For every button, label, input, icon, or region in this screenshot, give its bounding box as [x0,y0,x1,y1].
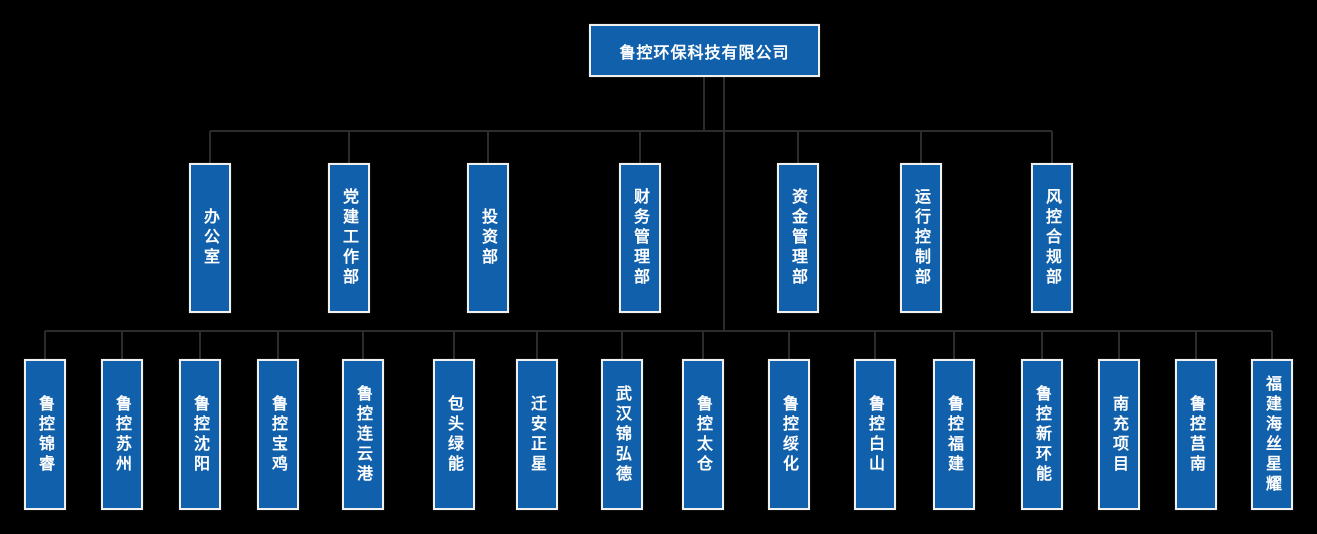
org-node-department[interactable]: 风控合规部 [1031,163,1073,313]
org-node-label: 鲁控福建 [945,394,964,475]
org-node-label: 武汉锦弘德 [613,384,632,485]
org-node-label: 党建工作部 [340,188,359,288]
org-node-label: 鲁控宝鸡 [269,394,288,475]
org-node-subsidiary[interactable]: 鲁控太仓 [682,359,724,510]
org-node-subsidiary[interactable]: 南充项目 [1098,359,1140,510]
org-node-label: 鲁控白山 [866,394,885,475]
org-node-department[interactable]: 财务管理部 [619,163,661,313]
org-node-subsidiary[interactable]: 福建海丝星耀 [1251,359,1293,510]
org-node-subsidiary[interactable]: 鲁控莒南 [1175,359,1217,510]
org-node-subsidiary[interactable]: 鲁控绥化 [768,359,810,510]
org-node-subsidiary[interactable]: 鲁控锦睿 [24,359,66,510]
org-node-label: 鲁控环保科技有限公司 [619,42,790,62]
org-node-label: 鲁控绥化 [780,394,799,475]
org-node-label: 办公室 [201,208,220,268]
org-node-subsidiary[interactable]: 包头绿能 [433,359,475,510]
org-node-label: 鲁控新环能 [1033,384,1052,485]
org-node-subsidiary[interactable]: 鲁控新环能 [1021,359,1063,510]
org-node-label: 鲁控太仓 [694,394,713,475]
org-node-subsidiary[interactable]: 武汉锦弘德 [601,359,643,510]
org-node-subsidiary[interactable]: 鲁控福建 [933,359,975,510]
org-node-label: 鲁控连云港 [354,384,373,485]
org-node-label: 鲁控沈阳 [191,394,210,475]
org-node-root[interactable]: 鲁控环保科技有限公司 [589,24,820,77]
org-node-subsidiary[interactable]: 鲁控苏州 [101,359,143,510]
org-node-label: 投资部 [479,208,498,268]
org-node-label: 风控合规部 [1043,188,1062,288]
org-node-label: 鲁控苏州 [113,394,132,475]
org-node-label: 运行控制部 [912,188,931,288]
org-node-department[interactable]: 办公室 [189,163,231,313]
org-node-label: 福建海丝星耀 [1263,374,1282,495]
org-node-label: 南充项目 [1110,394,1129,475]
org-node-label: 包头绿能 [445,394,464,475]
org-node-label: 资金管理部 [789,188,808,288]
org-node-subsidiary[interactable]: 鲁控宝鸡 [257,359,299,510]
org-node-department[interactable]: 投资部 [467,163,509,313]
org-node-subsidiary[interactable]: 迁安正星 [516,359,558,510]
org-node-department[interactable]: 资金管理部 [777,163,819,313]
org-node-label: 财务管理部 [631,188,650,288]
org-node-department[interactable]: 党建工作部 [328,163,370,313]
org-node-subsidiary[interactable]: 鲁控连云港 [342,359,384,510]
org-node-label: 迁安正星 [528,394,547,475]
org-node-label: 鲁控锦睿 [36,394,55,475]
org-node-subsidiary[interactable]: 鲁控白山 [854,359,896,510]
org-node-subsidiary[interactable]: 鲁控沈阳 [179,359,221,510]
org-node-label: 鲁控莒南 [1187,394,1206,475]
org-node-department[interactable]: 运行控制部 [900,163,942,313]
